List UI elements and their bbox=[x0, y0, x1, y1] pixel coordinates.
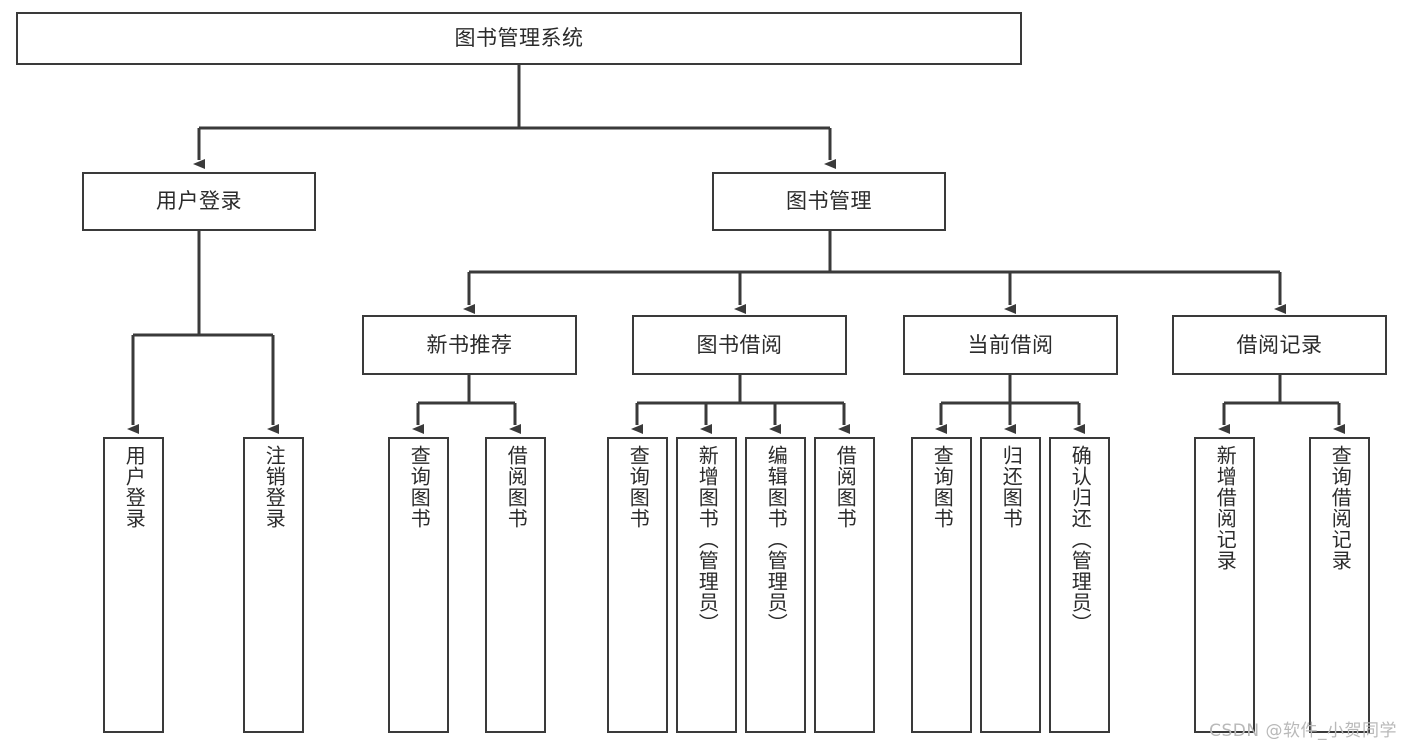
node-root[interactable]: 图书管理系统 bbox=[16, 12, 1022, 65]
node-leaf-label: 确认归还（管理员） bbox=[1068, 445, 1093, 634]
node-leaf-user-login-login[interactable]: 用户登录 bbox=[103, 437, 164, 733]
node-leaf-label: 用户登录 bbox=[122, 445, 147, 529]
node-leaf-label: 借阅图书 bbox=[833, 445, 858, 529]
node-current-borrow-label: 当前借阅 bbox=[967, 332, 1054, 357]
node-user-login[interactable]: 用户登录 bbox=[82, 172, 316, 231]
node-user-login-label: 用户登录 bbox=[156, 189, 242, 214]
node-borrow-record[interactable]: 借阅记录 bbox=[1172, 315, 1387, 375]
node-leaf-current-borrow-return[interactable]: 归还图书 bbox=[980, 437, 1041, 733]
node-leaf-label: 新增借阅记录 bbox=[1213, 445, 1238, 571]
node-leaf-label: 查询借阅记录 bbox=[1328, 445, 1353, 571]
node-leaf-label: 编辑图书（管理员） bbox=[764, 445, 789, 634]
node-leaf-borrow-record-query[interactable]: 查询借阅记录 bbox=[1309, 437, 1370, 733]
node-leaf-label: 查询图书 bbox=[626, 445, 651, 529]
node-borrow-record-label: 借阅记录 bbox=[1236, 332, 1323, 357]
node-new-book-recommend-label: 新书推荐 bbox=[426, 332, 513, 357]
node-leaf-book-borrow-query[interactable]: 查询图书 bbox=[607, 437, 668, 733]
node-leaf-user-login-logout[interactable]: 注销登录 bbox=[243, 437, 304, 733]
node-leaf-label: 新增图书（管理员） bbox=[695, 445, 720, 634]
node-book-manage[interactable]: 图书管理 bbox=[712, 172, 946, 231]
node-leaf-current-borrow-query[interactable]: 查询图书 bbox=[911, 437, 972, 733]
node-leaf-label: 借阅图书 bbox=[504, 445, 529, 529]
node-leaf-current-borrow-confirm[interactable]: 确认归还（管理员） bbox=[1049, 437, 1110, 733]
node-leaf-new-book-borrow[interactable]: 借阅图书 bbox=[485, 437, 546, 733]
node-leaf-book-borrow-add[interactable]: 新增图书（管理员） bbox=[676, 437, 737, 733]
node-book-borrow[interactable]: 图书借阅 bbox=[632, 315, 847, 375]
node-leaf-label: 注销登录 bbox=[262, 445, 287, 529]
node-new-book-recommend[interactable]: 新书推荐 bbox=[362, 315, 577, 375]
node-current-borrow[interactable]: 当前借阅 bbox=[903, 315, 1118, 375]
node-leaf-label: 查询图书 bbox=[407, 445, 432, 529]
node-leaf-borrow-record-add[interactable]: 新增借阅记录 bbox=[1194, 437, 1255, 733]
node-leaf-book-borrow-borrow[interactable]: 借阅图书 bbox=[814, 437, 875, 733]
node-leaf-new-book-query[interactable]: 查询图书 bbox=[388, 437, 449, 733]
node-leaf-book-borrow-edit[interactable]: 编辑图书（管理员） bbox=[745, 437, 806, 733]
node-leaf-label: 归还图书 bbox=[999, 445, 1024, 529]
node-leaf-label: 查询图书 bbox=[930, 445, 955, 529]
watermark-text: CSDN @软件_小贺同学 bbox=[1209, 721, 1397, 741]
node-book-manage-label: 图书管理 bbox=[786, 189, 872, 214]
node-book-borrow-label: 图书借阅 bbox=[696, 332, 783, 357]
node-root-label: 图书管理系统 bbox=[454, 26, 584, 51]
